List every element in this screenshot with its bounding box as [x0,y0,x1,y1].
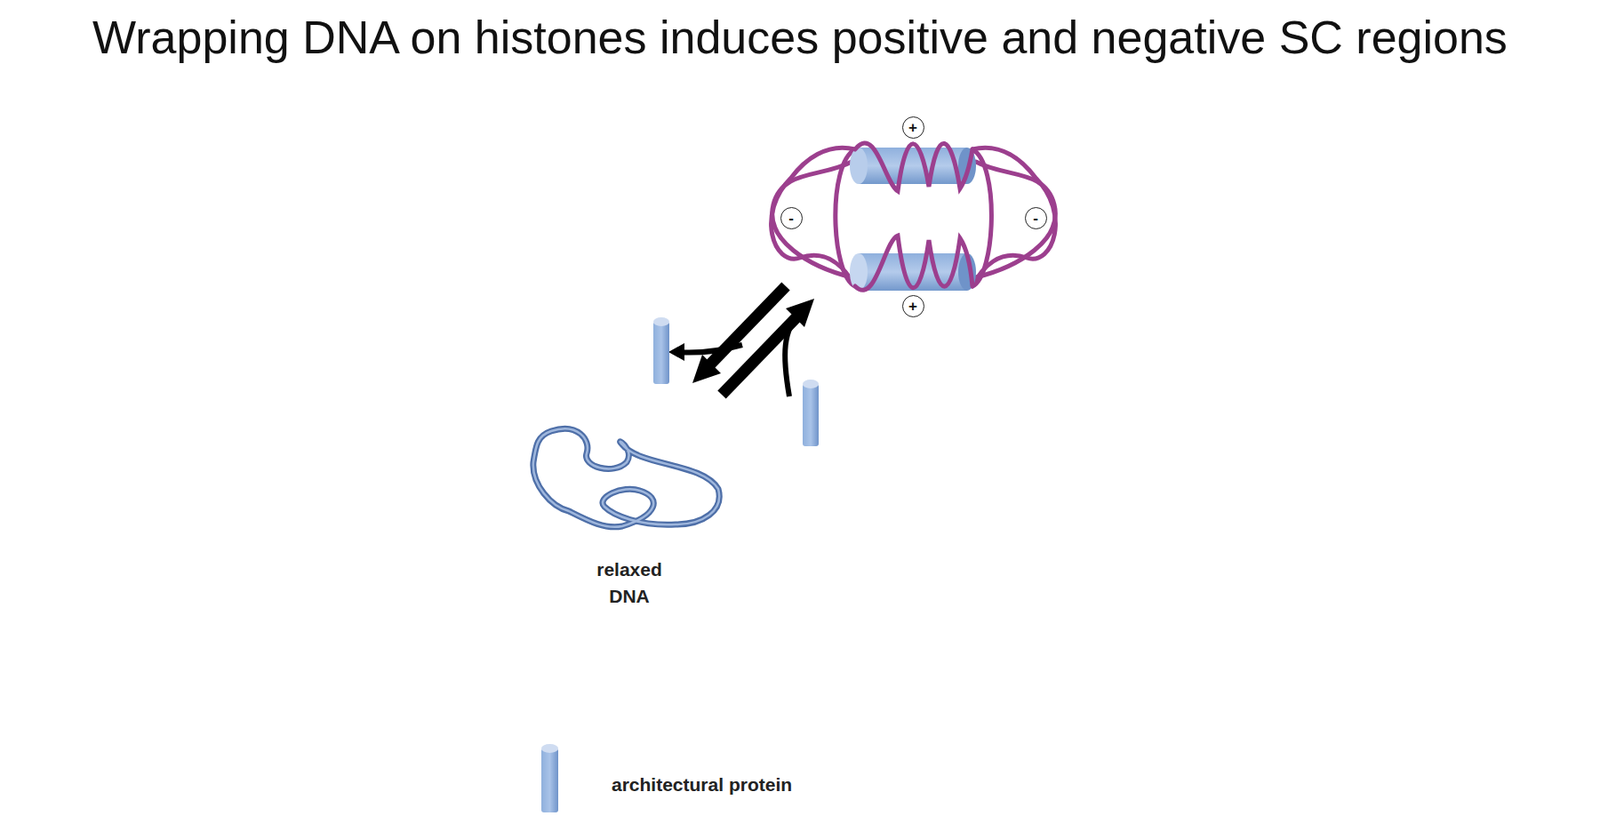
dna-wrap [855,143,973,290]
sign-text: + [908,298,918,314]
slide-title: Wrapping DNA on histones induces positiv… [0,10,1600,64]
sign-circle: + [902,295,925,318]
protein-cylinder [802,379,819,447]
sign-circle: + [902,116,925,139]
sign-text: - [788,210,794,226]
sign-text: + [908,120,918,136]
sign-text: - [1032,210,1039,226]
equilibrium-arrows [668,286,815,397]
sign-circle: - [780,207,803,230]
relaxed-dna-inner [533,428,720,528]
protein-cylinder [653,317,670,384]
legend-protein-sample [541,744,559,813]
illustration-label: relaxed DNA [576,556,683,610]
sign-circle: - [1024,207,1048,230]
legend-text: architectural protein [611,774,792,796]
relaxed-dna [533,428,720,528]
